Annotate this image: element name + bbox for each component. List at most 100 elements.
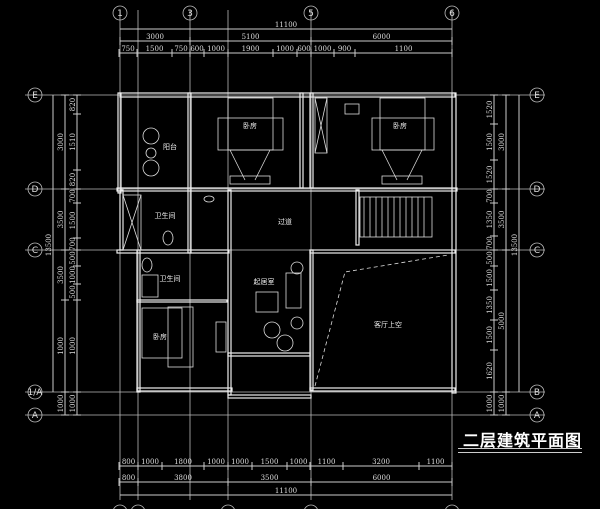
dimension-text: 5000 bbox=[498, 312, 506, 330]
wall bbox=[136, 387, 233, 392]
axis-bubble bbox=[112, 5, 128, 21]
axis-label-left: 1/A bbox=[28, 388, 44, 398]
axis-label-top: 5 bbox=[308, 9, 314, 19]
coffee-table-icon bbox=[255, 291, 279, 313]
wall bbox=[136, 249, 141, 393]
line bbox=[381, 149, 398, 181]
wall bbox=[116, 249, 230, 254]
wall bbox=[309, 249, 456, 254]
axis-bubble bbox=[529, 384, 545, 400]
shower-icon bbox=[141, 274, 159, 298]
dimension-text: 1000 bbox=[486, 395, 494, 413]
axis-bubble bbox=[27, 407, 43, 423]
tv-cabinet bbox=[381, 175, 423, 185]
axis-bubble bbox=[445, 504, 459, 509]
room-label-bedroom-2: 卧房 bbox=[393, 121, 407, 130]
room-label-balcony: 阳台 bbox=[163, 142, 177, 151]
room-label-bedroom-1: 卧房 bbox=[243, 121, 257, 130]
dimension-text: 1900 bbox=[242, 45, 260, 53]
dimension-text: 1520 bbox=[486, 101, 494, 119]
dimension-text: 3000 bbox=[146, 33, 164, 41]
room-label-living-room: 起居室 bbox=[254, 277, 275, 286]
dimension-text: 1350 bbox=[486, 211, 494, 229]
dimension-text: 820 bbox=[69, 98, 77, 111]
dimension-text: 700 bbox=[486, 189, 494, 202]
dimension-text: 1100 bbox=[427, 458, 445, 466]
line bbox=[229, 149, 246, 181]
axis-bubble bbox=[304, 504, 318, 509]
lamp-table-icon bbox=[290, 316, 304, 330]
dimension-text: 750 bbox=[174, 45, 187, 53]
axis-bubble bbox=[221, 504, 235, 509]
wall bbox=[309, 92, 314, 189]
wall bbox=[227, 352, 311, 357]
dimension-text: 1000 bbox=[207, 45, 225, 53]
wardrobe-icon bbox=[314, 97, 328, 154]
dimension-text: 750 bbox=[121, 45, 134, 53]
dimension-text: 13500 bbox=[511, 234, 519, 256]
dimension-text: 900 bbox=[338, 45, 351, 53]
bed-icon bbox=[141, 307, 183, 359]
axis-bubble bbox=[113, 504, 127, 509]
nightstand bbox=[344, 103, 360, 115]
room-label-bathroom-1: 卫生间 bbox=[155, 211, 176, 220]
line bbox=[254, 149, 271, 181]
dimension-text: 700 bbox=[69, 189, 77, 202]
tv-cabinet bbox=[229, 175, 271, 185]
dimension-text: 800 bbox=[122, 458, 135, 466]
toilet-icon bbox=[141, 257, 153, 273]
axis-bubble bbox=[529, 407, 545, 423]
dimension-text: 820 bbox=[69, 173, 77, 186]
dimension-text: 1000 bbox=[314, 45, 332, 53]
dimension-text: 1000 bbox=[290, 458, 308, 466]
dimension-text: 1000 bbox=[69, 266, 77, 284]
dimension-text: 1500 bbox=[261, 458, 279, 466]
axis-bubble bbox=[27, 242, 43, 258]
sofa-icon bbox=[285, 272, 302, 309]
dimension-text: 1000 bbox=[57, 395, 65, 413]
rug bbox=[217, 117, 284, 151]
title-underline bbox=[458, 448, 582, 449]
line bbox=[122, 194, 142, 251]
dimension-text: 6000 bbox=[373, 33, 391, 41]
staircase-icon bbox=[359, 196, 433, 238]
armchair-icon bbox=[263, 321, 281, 339]
dimension-text: 1000 bbox=[207, 458, 225, 466]
wall bbox=[227, 394, 312, 399]
room-label-corridor: 过道 bbox=[278, 217, 292, 226]
dimension-text: 1000 bbox=[231, 458, 249, 466]
wall bbox=[227, 189, 232, 396]
dimension-text: 1500 bbox=[486, 133, 494, 151]
dimension-text: 1000 bbox=[141, 458, 159, 466]
dimension-text: 1520 bbox=[486, 166, 494, 184]
sink-icon bbox=[203, 195, 215, 203]
wall bbox=[119, 189, 124, 251]
dimension-text: 500 bbox=[69, 251, 77, 264]
wall bbox=[136, 299, 228, 303]
room-label-bedroom-3: 卧房 bbox=[153, 332, 167, 341]
axis-label-left: A bbox=[32, 411, 39, 421]
axis-bubble bbox=[444, 5, 460, 21]
wall bbox=[309, 387, 456, 392]
title-underline bbox=[458, 452, 582, 453]
rug bbox=[167, 306, 194, 368]
dimension-text: 1500 bbox=[146, 45, 164, 53]
axis-bubble bbox=[529, 87, 545, 103]
wall bbox=[116, 187, 458, 192]
lamp-table-icon bbox=[290, 261, 304, 275]
axis-bubble bbox=[529, 242, 545, 258]
dimension-text: 3500 bbox=[498, 211, 506, 229]
dimension-text: 700 bbox=[486, 236, 494, 249]
dimension-text: 1350 bbox=[486, 296, 494, 314]
axis-label-right: A bbox=[534, 411, 541, 421]
dimension-text: 1500 bbox=[69, 212, 77, 230]
wall bbox=[355, 189, 360, 246]
wall bbox=[119, 92, 456, 98]
dimension-text: 1100 bbox=[318, 458, 336, 466]
line bbox=[314, 97, 328, 154]
dimension-text: 800 bbox=[122, 474, 135, 482]
axis-bubble bbox=[131, 504, 145, 509]
dimension-text: 1000 bbox=[498, 395, 506, 413]
table-icon bbox=[145, 147, 157, 159]
axis-bubble bbox=[529, 181, 545, 197]
